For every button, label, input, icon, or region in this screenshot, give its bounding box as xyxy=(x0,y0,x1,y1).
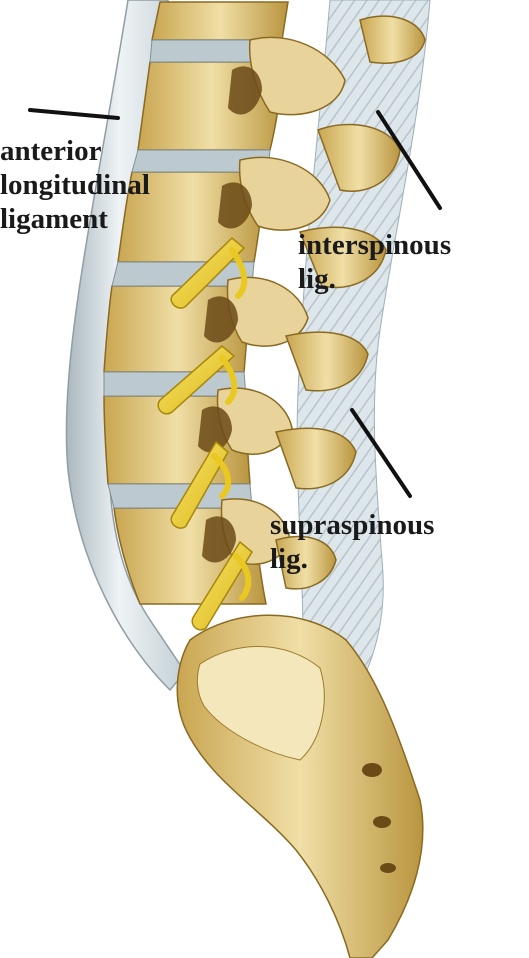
label-line: longitudinal xyxy=(0,168,150,202)
label-line: lig. xyxy=(270,542,434,576)
label-line: anterior xyxy=(0,134,150,168)
label-line: interspinous xyxy=(298,228,451,262)
label-line: lig. xyxy=(298,262,451,296)
label-supraspinous-ligament: supraspinous lig. xyxy=(270,508,434,576)
label-interspinous-ligament: interspinous lig. xyxy=(298,228,451,296)
label-anterior-longitudinal-ligament: anterior longitudinal ligament xyxy=(0,134,150,236)
label-line: ligament xyxy=(0,202,150,236)
anterior-ligament-pointer xyxy=(30,110,118,118)
label-line: supraspinous xyxy=(270,508,434,542)
